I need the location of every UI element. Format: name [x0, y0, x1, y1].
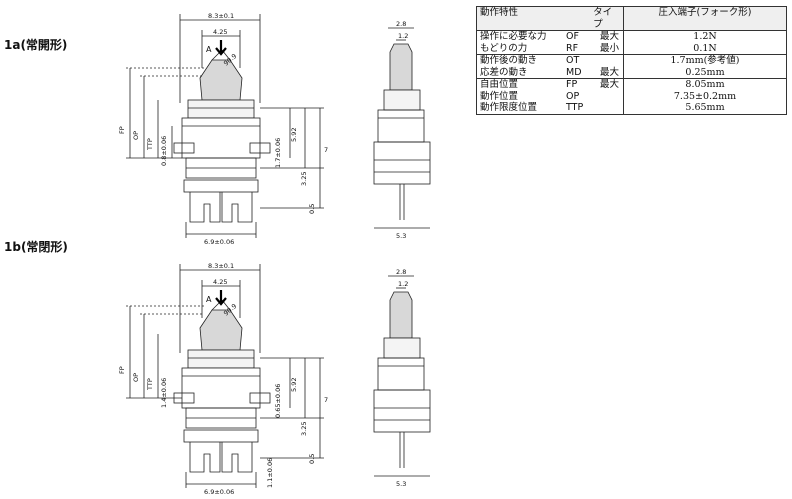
spec-group-3: 自由位置 FP 最大 動作位置 OP 動作限度位置 TTP 8.05mm 7.35±0.… — [476, 78, 787, 115]
spec-group-1-values: 1.2N 0.1N — [623, 30, 787, 55]
drawing-1a-side: 2.8 1.2 5.3 — [373, 20, 431, 240]
spec-value: 1.7mm(参考値) — [670, 55, 740, 66]
spec-value: 7.35±0.2mm — [673, 90, 737, 102]
spec-code: MD — [566, 66, 582, 78]
section-label-1b: 1b(常閉形) — [4, 240, 68, 254]
spec-group-2-labels: 動作後の動き OT 応差の動き MD 最大 — [476, 54, 624, 79]
side-b-pin: 1.2 — [398, 280, 408, 288]
spec-value: 8.05mm — [685, 79, 725, 90]
dim-b-325: 3.25 — [300, 422, 308, 436]
spec-code: RF — [566, 42, 579, 54]
side-b-bottom: 5.3 — [396, 480, 406, 488]
dim-a-left-small: 0.8±0.06 — [160, 136, 168, 166]
spec-value: 0.25mm — [685, 66, 725, 78]
spec-header-col3: 圧入端子(フォーク形) — [623, 6, 787, 31]
spec-name: 応差の動き — [480, 66, 528, 78]
spec-name: 操作に必要な力 — [480, 31, 547, 42]
side-a-bottom: 5.3 — [396, 232, 406, 240]
dim-width-mid: 4.25 — [213, 28, 227, 36]
spec-header-left: 動作特性 タイプ — [476, 6, 624, 31]
dim-b-bottom-width: 6.9±0.06 — [204, 488, 234, 496]
spec-code: OP — [566, 90, 580, 102]
spec-unit: 最大 — [600, 79, 620, 90]
dim-op: OP — [132, 131, 140, 140]
dim-b-7: 7 — [324, 396, 328, 404]
dim-bottom-width: 6.9±0.06 — [204, 238, 234, 246]
dim-a-right-1: 1.7±0.06 — [274, 138, 282, 168]
spec-unit: 最大 — [600, 66, 620, 78]
dim-7: 7 — [324, 146, 328, 154]
spec-code: FP — [566, 79, 578, 90]
spec-code: TTP — [566, 102, 584, 113]
dim-b-ttp: TTP — [146, 378, 154, 391]
side-a-pin: 1.2 — [398, 32, 408, 40]
dim-325: 3.25 — [300, 172, 308, 186]
spec-value: 0.1N — [693, 42, 717, 54]
spec-header-col1: 動作特性 — [480, 7, 519, 18]
spec-group-3-labels: 自由位置 FP 最大 動作位置 OP 動作限度位置 TTP — [476, 78, 624, 115]
spec-name: もどりの力 — [480, 42, 528, 54]
dim-05: 0.5 — [308, 204, 316, 214]
spec-group-2-values: 1.7mm(参考値) 0.25mm — [623, 54, 787, 79]
spec-name: 自由位置 — [480, 79, 519, 90]
arrow-a-label: A — [206, 45, 212, 54]
dim-b-right-small: 0.65±0.06 — [274, 384, 282, 418]
arrow-b-label: A — [206, 295, 212, 304]
dim-b-left-small: 1.4±0.06 — [160, 378, 168, 408]
section-label-1a: 1a(常開形) — [4, 38, 68, 52]
spec-header-col2: タイプ — [593, 7, 613, 30]
drawing-1b-side: 2.8 1.2 5.3 — [373, 268, 431, 488]
spec-code: OT — [566, 55, 580, 66]
spec-table: 動作特性 タイプ 圧入端子(フォーク形) 操作に必要な力 OF 最大 もどりの力 RF… — [476, 6, 787, 115]
dim-b-width-mid: 4.25 — [213, 278, 227, 286]
side-b-top: 2.8 — [396, 268, 406, 276]
spec-unit: 最大 — [600, 31, 620, 42]
spec-unit: 最小 — [600, 42, 620, 54]
dim-fp: FP — [118, 126, 126, 134]
dim-b-05: 0.5 — [308, 454, 316, 464]
spec-group-1: 操作に必要な力 OF 最大 もどりの力 RF 最小 1.2N 0.1N — [476, 30, 787, 55]
spec-name: 動作限度位置 — [480, 102, 538, 113]
spec-value: 1.2N — [693, 31, 717, 42]
spec-header-row: 動作特性 タイプ 圧入端子(フォーク形) — [476, 6, 787, 31]
spec-group-3-values: 8.05mm 7.35±0.2mm 5.65mm — [623, 78, 787, 115]
dim-b-bottom-small: 1.1±0.06 — [266, 458, 274, 488]
dim-b-592: 5.92 — [290, 378, 298, 392]
spec-group-1-labels: 操作に必要な力 OF 最大 もどりの力 RF 最小 — [476, 30, 624, 55]
spec-value: 5.65mm — [685, 102, 725, 113]
drawing-1b-front: 8.3±0.1 4.25 A 90.9 FP OP TTP 1.4±0.06 0… — [118, 262, 328, 496]
dim-b-width-total: 8.3±0.1 — [208, 262, 234, 270]
dim-b-fp: FP — [118, 366, 126, 374]
spec-code: OF — [566, 31, 579, 42]
drawing-1a-front: 8.3±0.1 4.25 A 90.9 FP OP TTP 0.8±0.06 1… — [118, 12, 328, 246]
side-a-top: 2.8 — [396, 20, 406, 28]
spec-name: 動作後の動き — [480, 55, 538, 66]
dim-b-op: OP — [132, 373, 140, 382]
dim-ttp: TTP — [146, 138, 154, 151]
dim-width-total: 8.3±0.1 — [208, 12, 234, 20]
dim-592: 5.92 — [290, 128, 298, 142]
spec-group-2: 動作後の動き OT 応差の動き MD 最大 1.7mm(参考値) 0.25mm — [476, 54, 787, 79]
spec-name: 動作位置 — [480, 90, 519, 102]
